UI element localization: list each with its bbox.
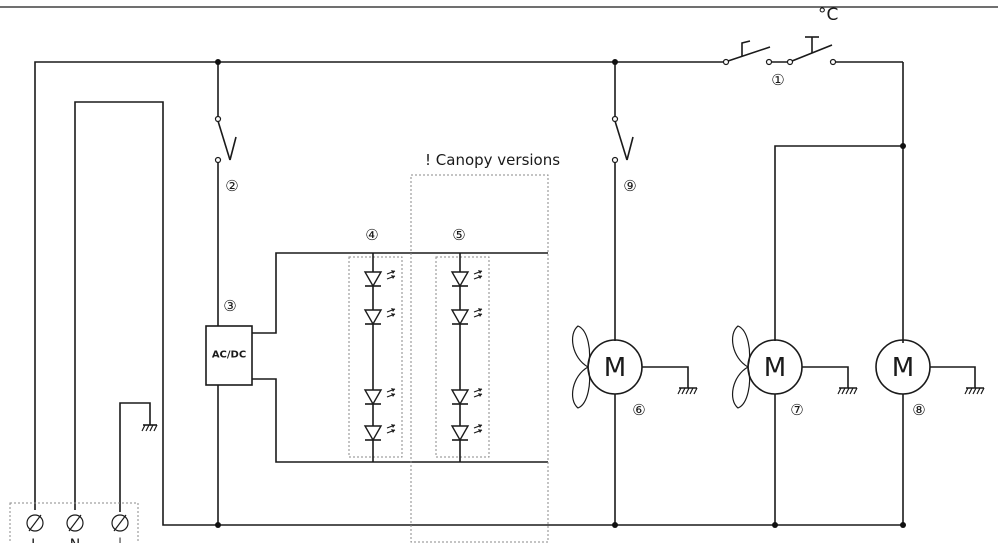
terminal-screw-n	[66, 514, 84, 532]
fan-blade-icon	[571, 325, 591, 368]
led-column-canopy	[450, 253, 483, 462]
terminal-label-earth: ⏚	[113, 537, 127, 543]
svg-text:M: M	[892, 353, 914, 383]
marker-8: ⑧	[912, 401, 925, 419]
svg-text:M: M	[764, 353, 786, 383]
live-rail	[34, 61, 724, 510]
led-diode-icon	[450, 270, 483, 288]
power-supply-box	[205, 325, 253, 386]
power-supply-label: AC/DC	[212, 350, 246, 361]
led-diode-icon	[450, 424, 483, 442]
thermostat-switch-symbol	[722, 36, 837, 66]
compressor-motor: M	[875, 339, 985, 395]
marker-7: ⑦	[790, 401, 803, 419]
marker-9: ⑨	[623, 177, 636, 195]
fan-motor-1: M	[571, 325, 698, 409]
terminal-screw-earth	[111, 514, 129, 532]
marker-1: ①	[771, 71, 784, 89]
marker-6: ⑥	[632, 401, 645, 419]
earth-wire	[119, 402, 151, 512]
terminal-block	[9, 502, 139, 543]
led-diode-icon	[363, 424, 396, 442]
switch-2-symbol	[214, 115, 237, 164]
terminal-label-l: L	[31, 537, 39, 543]
led-diode-icon	[450, 388, 483, 406]
earth-symbol-hatch	[141, 424, 158, 432]
led-diode-icon	[363, 308, 396, 326]
switch-9-symbol	[611, 115, 634, 164]
led-strip-main-box	[348, 256, 403, 458]
marker-4: ④	[365, 226, 378, 244]
thermostat-unit-label: °C	[818, 5, 838, 25]
wire-psu-dc-positive	[252, 252, 548, 334]
marker-5: ⑤	[452, 226, 465, 244]
neutral-rail	[74, 101, 903, 526]
canopy-versions-note: ! Canopy versions	[425, 151, 560, 169]
terminal-label-n: N	[70, 537, 80, 543]
led-column-main	[363, 253, 396, 462]
led-strip-canopy-box	[435, 256, 490, 458]
led-diode-icon	[363, 388, 396, 406]
terminal-screw-l	[26, 514, 44, 532]
wire-fan-2-feed	[774, 145, 903, 341]
marker-3: ③	[223, 297, 236, 315]
canopy-region	[410, 174, 549, 543]
fan-motor-2: M	[731, 325, 858, 409]
svg-text:M: M	[604, 353, 626, 383]
led-diode-icon	[450, 308, 483, 326]
wire-psu-dc-negative	[252, 378, 548, 463]
led-diode-icon	[363, 270, 396, 288]
junction-dots	[215, 59, 906, 528]
fan-blade-icon	[731, 325, 751, 368]
marker-2: ②	[225, 177, 238, 195]
